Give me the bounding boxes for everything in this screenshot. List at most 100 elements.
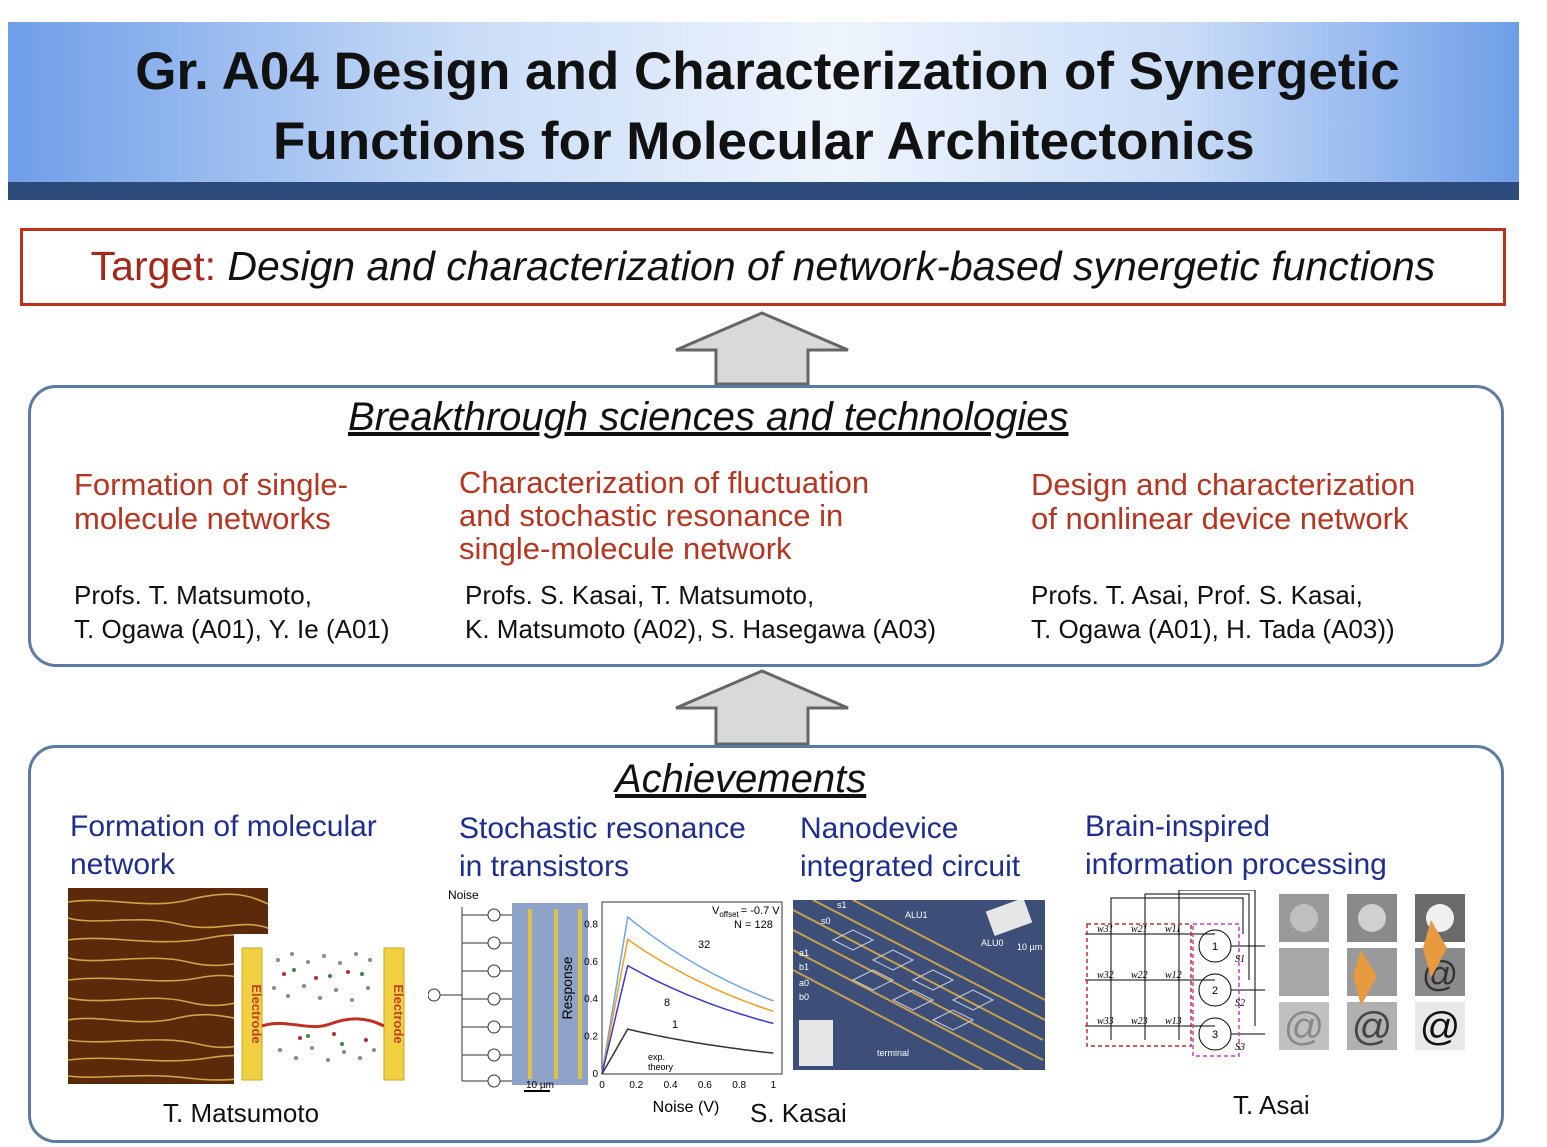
w31: w31: [1097, 924, 1114, 935]
heading-line: Stochastic resonance: [459, 812, 746, 845]
heading-line: Design and characterization: [1031, 467, 1416, 502]
heading-line: information processing: [1085, 848, 1387, 881]
breakthrough-names-1: Profs. T. Matsumoto, T. Ogawa (A01), Y. …: [74, 578, 390, 646]
target-box: [20, 228, 1506, 306]
offset-value: = -0.7 V: [741, 905, 780, 917]
electrode-label-left: Electrode: [249, 984, 264, 1043]
sem-array: [512, 903, 588, 1085]
names-line: T. Ogawa (A01), Y. Ie (A01): [74, 614, 390, 644]
breakthrough-title: Breakthrough sciences and technologies: [348, 395, 1069, 439]
output-s3: S3: [1235, 1042, 1245, 1053]
circuit-labels: ALU1 ALU0 terminal s1 s0 a1 b1 a0 b0 10 …: [799, 900, 1042, 1058]
label-a1: a1: [799, 948, 809, 958]
achievements-title: Achievements: [615, 757, 867, 801]
x-tick-label: 1: [771, 1080, 777, 1091]
breakthrough-heading-1: Formation of single- molecule networks: [74, 468, 348, 536]
heading-line: Formation of molecular: [70, 810, 377, 843]
w33: w33: [1097, 1016, 1114, 1027]
label-alu1: ALU1: [905, 910, 928, 920]
y-tick-label: 0.8: [584, 919, 598, 930]
x-tick-label: 0: [599, 1080, 605, 1091]
right-electrode: [383, 947, 405, 1081]
y-tick-label: 0.4: [584, 994, 598, 1005]
plot-frame: [601, 901, 783, 1075]
neuron-3: 3: [1212, 1029, 1218, 1041]
circuit-wires: [793, 900, 1045, 1070]
names-line: K. Matsumoto (A02), S. Hasegawa (A03): [465, 614, 937, 644]
label-s1: s1: [837, 900, 847, 910]
page-title-line-1: Gr. A04 Design and Characterization of S…: [135, 42, 1400, 101]
x-tick-label: 0.8: [732, 1080, 746, 1091]
achievement-heading-2: Stochastic resonance in transistors: [459, 810, 746, 886]
w21: w21: [1131, 924, 1148, 935]
circuit-nodes: [831, 929, 995, 1031]
molecular-network-image: Electrode Electrode: [68, 888, 412, 1086]
w22: w22: [1131, 970, 1148, 981]
output-s1: S1: [1235, 954, 1245, 965]
scale-label: 10 µm: [526, 1080, 554, 1091]
curve-32: [601, 938, 774, 1075]
heading-line: integrated circuit: [800, 850, 1021, 883]
plot-xlabel: Noise (V): [653, 1099, 720, 1116]
header-underline-bar: [8, 182, 1519, 200]
electrode-label-right: Electrode: [391, 984, 406, 1043]
w11: w11: [1165, 924, 1181, 935]
neuron-labels: 1 2 3: [1212, 941, 1218, 1041]
w32: w32: [1097, 970, 1114, 981]
recovery-arrow-1: [1353, 950, 1377, 1006]
w12: w12: [1165, 970, 1182, 981]
up-arrow-top: [675, 311, 849, 386]
heading-line: molecule networks: [74, 501, 331, 536]
nanodevice-circuit-image: ALU1 ALU0 terminal s1 s0 a1 b1 a0 b0 10 …: [793, 900, 1045, 1070]
target-statement: Target: Design and characterization of n…: [20, 240, 1506, 292]
breakthrough-names-2: Profs. S. Kasai, T. Matsumoto, K. Matsum…: [465, 578, 936, 646]
label-a0: a0: [799, 978, 809, 988]
achievement-heading-3: Nanodevice integrated circuit: [800, 810, 1020, 886]
curve-1: [601, 1028, 774, 1075]
breakthrough-names-3: Profs. T. Asai, Prof. S. Kasai, T. Ogawa…: [1031, 578, 1395, 646]
recovery-arrow-2: [1423, 920, 1447, 978]
network-schematic-bg: [234, 934, 412, 1086]
label-b1: b1: [799, 962, 809, 972]
offset-symbol: V: [712, 905, 720, 917]
output-labels: S1 S2 S3: [1235, 954, 1245, 1053]
legend-exp: exp.: [648, 1052, 665, 1062]
offset-subscript: offset: [719, 910, 739, 919]
svg-text:@: @: [1420, 1005, 1461, 1049]
curve-8: [601, 964, 774, 1075]
heading-line: network: [70, 848, 176, 881]
names-line: Profs. T. Matsumoto,: [74, 580, 312, 610]
page-title-line-2: Functions for Molecular Architectonics: [273, 112, 1255, 171]
svg-text:@: @: [1284, 1005, 1325, 1049]
y-tick-label: 0: [592, 1069, 598, 1080]
names-line: T. Ogawa (A01), H. Tada (A03)): [1031, 614, 1395, 644]
neuron-1: 1: [1212, 941, 1218, 953]
breakthrough-heading-2: Characterization of fluctuation and stoc…: [459, 466, 869, 565]
heading-line: single-molecule network: [459, 531, 792, 566]
label-alu0: ALU0: [981, 938, 1004, 948]
svg-text:@: @: [1352, 1005, 1393, 1049]
y-tick-label: 0.6: [584, 957, 598, 968]
achievement-heading-1: Formation of molecular network: [70, 808, 377, 884]
curve-label-32: 32: [698, 939, 710, 951]
label-scale: 10 µm: [1017, 942, 1042, 952]
label-terminal: terminal: [877, 1048, 909, 1058]
pad-left: [799, 1020, 833, 1066]
neural-network-image: w31 w21 w11 w32 w22 w12 w33 w23 w13 1 2 …: [1085, 890, 1465, 1057]
achievement-heading-4: Brain-inspired information processing: [1085, 808, 1387, 884]
caption-kasai: S. Kasai: [750, 1098, 847, 1128]
target-text: Design and characterization of network-b…: [227, 243, 1436, 289]
image-recovery-grid: @ @ @ @: [1279, 894, 1465, 1050]
w13: w13: [1165, 1016, 1182, 1027]
x-tick-label: 0.4: [664, 1080, 678, 1091]
heading-line: Formation of single-: [74, 467, 348, 502]
pad-right: [985, 900, 1033, 937]
molecule-red-dots: [282, 970, 368, 1042]
heading-line: Characterization of fluctuation: [459, 465, 870, 500]
plot-offset-annotation: Voffset= -0.7 V: [712, 905, 780, 919]
caption-matsumoto: T. Matsumoto: [163, 1098, 320, 1128]
label-s0: s0: [821, 916, 831, 926]
neuron-2: 2: [1212, 985, 1218, 997]
w23: w23: [1131, 1016, 1148, 1027]
